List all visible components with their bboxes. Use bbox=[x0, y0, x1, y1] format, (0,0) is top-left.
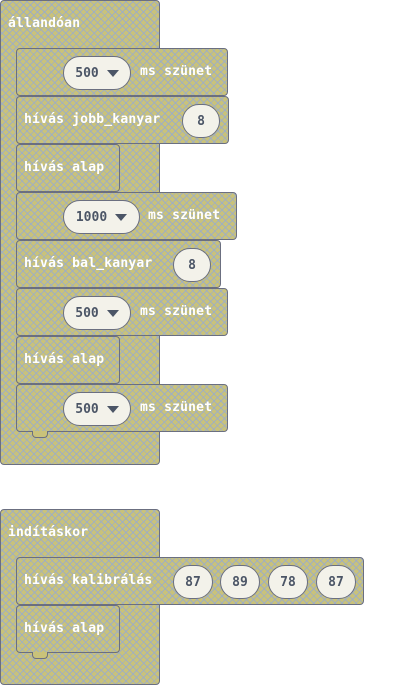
argument-input[interactable]: 8 bbox=[182, 104, 220, 138]
on-start-label: indításkor bbox=[8, 525, 89, 540]
chevron-down-icon bbox=[106, 69, 119, 77]
pause-duration-dropdown[interactable]: 500 bbox=[63, 296, 131, 330]
pause-duration-dropdown[interactable]: 500 bbox=[63, 392, 131, 426]
argument-input[interactable]: 89 bbox=[220, 565, 260, 599]
argument-value: 87 bbox=[328, 574, 344, 590]
chevron-down-icon bbox=[106, 309, 119, 317]
call-block-alap[interactable] bbox=[16, 336, 120, 384]
pause-duration-dropdown[interactable]: 500 bbox=[63, 56, 131, 90]
argument-value: 78 bbox=[280, 574, 296, 590]
pause-duration-value: 500 bbox=[75, 401, 99, 417]
argument-input[interactable]: 87 bbox=[173, 565, 213, 599]
argument-input[interactable]: 87 bbox=[316, 565, 356, 599]
pause-label: ms szünet bbox=[140, 64, 213, 79]
chevron-down-icon bbox=[106, 405, 119, 413]
pause-duration-value: 500 bbox=[75, 305, 99, 321]
pause-duration-value: 1000 bbox=[75, 209, 108, 225]
pause-duration-dropdown[interactable]: 1000 bbox=[63, 200, 140, 234]
argument-value: 8 bbox=[188, 257, 196, 273]
forever-label: állandóan bbox=[8, 16, 81, 31]
pause-label: ms szünet bbox=[140, 400, 213, 415]
argument-input[interactable]: 8 bbox=[173, 248, 211, 282]
argument-value: 87 bbox=[185, 574, 201, 590]
pause-label: ms szünet bbox=[140, 304, 213, 319]
pause-duration-value: 500 bbox=[75, 65, 99, 81]
call-block-alap[interactable] bbox=[16, 605, 120, 653]
call-block-alap[interactable] bbox=[16, 144, 120, 192]
call-label: hívás bal_kanyar bbox=[24, 256, 153, 271]
chevron-down-icon bbox=[115, 213, 128, 221]
block-connector-notch bbox=[32, 652, 48, 659]
argument-input[interactable]: 78 bbox=[268, 565, 308, 599]
argument-value: 8 bbox=[197, 113, 205, 129]
call-label: hívás alap bbox=[24, 160, 105, 175]
call-label: hívás alap bbox=[24, 621, 105, 636]
pause-label: ms szünet bbox=[148, 208, 221, 223]
call-label: hívás alap bbox=[24, 352, 105, 367]
call-label: hívás jobb_kanyar bbox=[24, 112, 161, 127]
argument-value: 89 bbox=[232, 574, 248, 590]
block-connector-notch bbox=[32, 431, 48, 438]
call-label: hívás kalibrálás bbox=[24, 573, 153, 588]
